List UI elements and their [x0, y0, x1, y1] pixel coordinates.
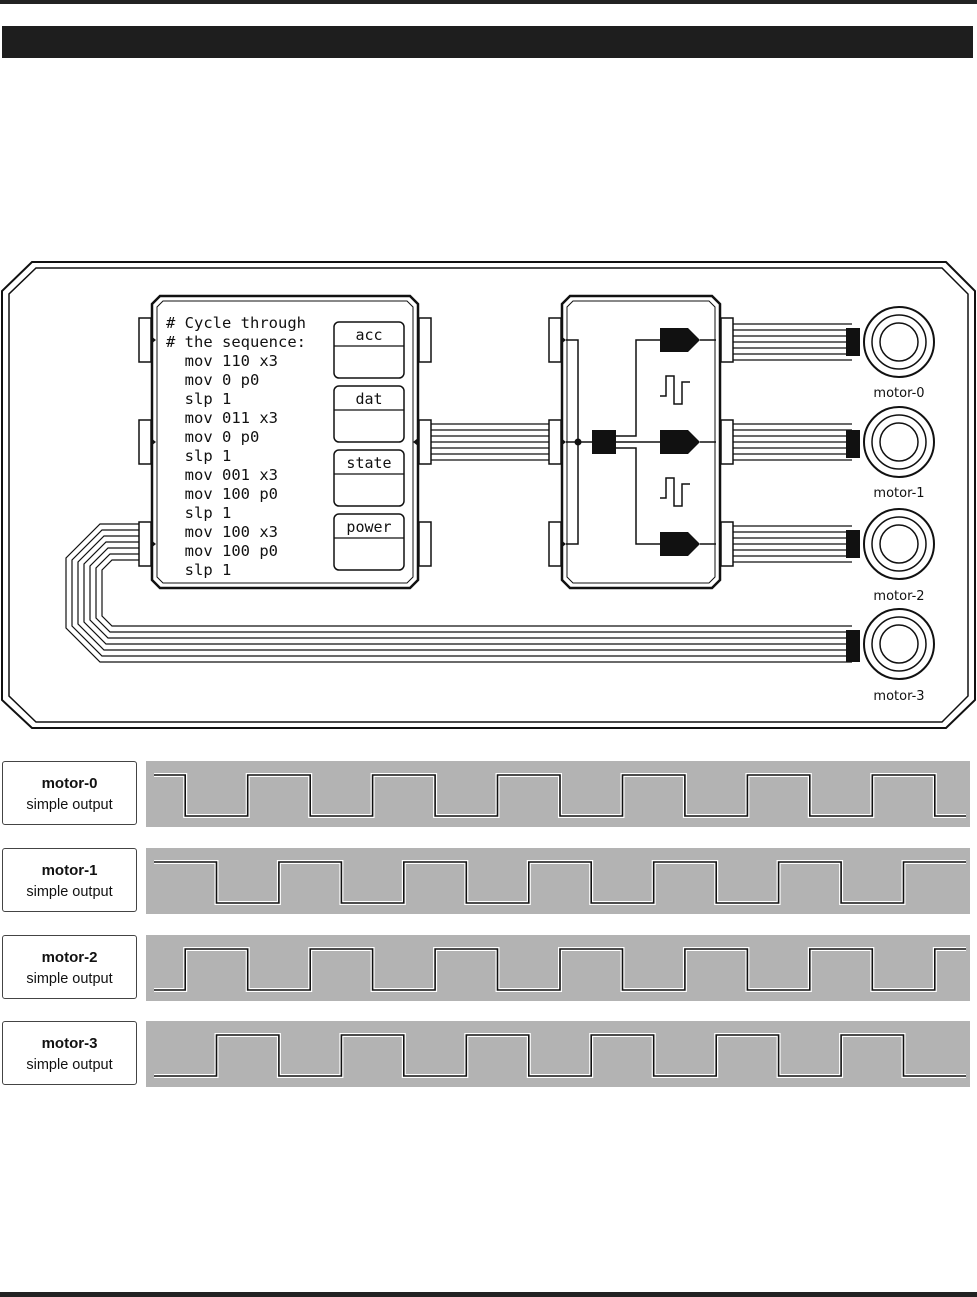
ribbon-cables: [65, 323, 852, 663]
selector-block: [592, 430, 616, 454]
code-line: mov 100 x3: [166, 523, 278, 541]
trace-name: motor-3: [41, 1035, 98, 1052]
motor-1: motor-1: [846, 406, 935, 501]
waveform-line: [154, 1033, 966, 1078]
trace-label-motor-1: motor-1 simple output: [2, 848, 137, 912]
trace-type: simple output: [26, 1057, 113, 1073]
register-label: power: [346, 518, 391, 536]
trace-label-motor-2: motor-2 simple output: [2, 935, 137, 999]
trace-waveform-motor-1: [146, 848, 970, 914]
code-line: slp 1: [166, 390, 231, 408]
motor-label: motor-1: [873, 486, 924, 501]
register-label: acc: [355, 326, 382, 344]
waveform-line: [154, 774, 966, 817]
bottom-rule: [0, 1292, 977, 1297]
output-driver: [660, 430, 700, 454]
register-dat: dat: [333, 385, 405, 443]
board-frame: [0, 261, 976, 729]
driver-chip: [548, 294, 734, 590]
trace-waveform-motor-3: [146, 1021, 970, 1087]
register-power: power: [333, 513, 405, 571]
code-line: mov 100 p0: [166, 542, 278, 560]
trace-label-motor-3: motor-3 simple output: [2, 1021, 137, 1085]
code-line: mov 011 x3: [166, 409, 278, 427]
register-acc: acc: [333, 321, 405, 379]
motor-2: motor-2: [846, 508, 935, 604]
code-line: mov 0 p0: [166, 428, 259, 446]
program-code: # Cycle through # the sequence: mov 110 …: [166, 314, 315, 579]
code-line: mov 0 p0: [166, 371, 259, 389]
output-driver: [660, 328, 700, 352]
trace-type: simple output: [26, 797, 113, 813]
motor-label: motor-0: [873, 386, 924, 401]
motor-label: motor-2: [873, 589, 924, 604]
trace-waveform-motor-0: [146, 761, 970, 827]
output-driver: [660, 532, 700, 556]
trace-type: simple output: [26, 884, 113, 900]
waveform-line: [154, 948, 966, 991]
trace-waveform-motor-2: [146, 935, 970, 1001]
waveform-line: [154, 860, 966, 905]
code-line: mov 001 x3: [166, 466, 278, 484]
code-line: slp 1: [166, 561, 231, 579]
trace-name: motor-0: [41, 775, 98, 792]
register-state: state: [333, 449, 405, 507]
motor-3: motor-3: [846, 608, 935, 704]
code-line: slp 1: [166, 447, 231, 465]
waveform-line: [154, 1034, 966, 1077]
microcontroller: # Cycle through # the sequence: mov 110 …: [138, 294, 432, 590]
circuit-diagram: # Cycle through # the sequence: mov 110 …: [0, 261, 976, 729]
top-rule: [0, 0, 977, 4]
junction-dot: [574, 438, 582, 446]
chip-connectors: [138, 317, 432, 567]
motor-label: motor-3: [873, 689, 924, 704]
trace-label-motor-0: motor-0 simple output: [2, 761, 137, 825]
motor-0: motor-0: [846, 306, 935, 401]
code-line: slp 1: [166, 504, 231, 522]
trace-name: motor-2: [41, 949, 98, 966]
code-line: mov 100 p0: [166, 485, 278, 503]
header-bar: [2, 26, 973, 58]
trace-type: simple output: [26, 971, 113, 987]
register-label: state: [346, 454, 391, 472]
trace-name: motor-1: [41, 862, 98, 879]
waveform-line: [154, 861, 966, 904]
register-label: dat: [355, 390, 382, 408]
code-line: mov 110 x3: [166, 352, 278, 370]
code-line: # the sequence:: [166, 333, 306, 351]
code-line: # Cycle through: [166, 314, 306, 332]
